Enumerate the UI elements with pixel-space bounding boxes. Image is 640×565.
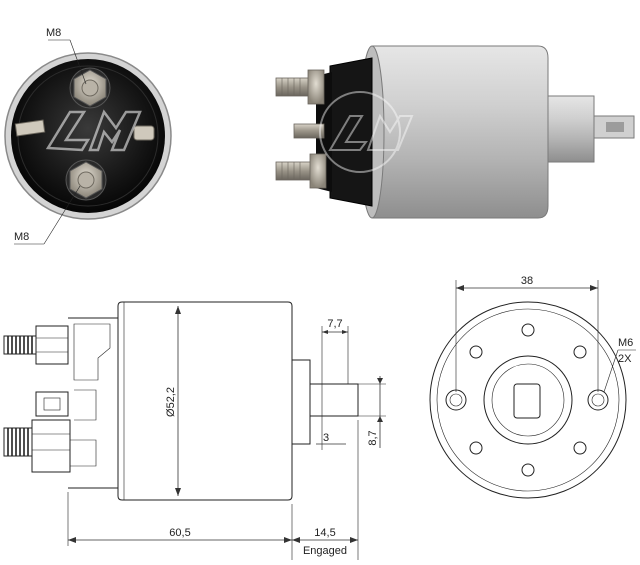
bolt-hole-right <box>587 389 609 411</box>
bolt-spacing-label: 38 <box>521 275 533 287</box>
count-label: 2X <box>618 353 632 365</box>
flange-outline <box>429 301 627 499</box>
solenoid-body <box>371 45 549 219</box>
zm-logo-icon <box>45 109 142 152</box>
boss-outline <box>483 355 573 445</box>
plunger-slot <box>513 383 541 419</box>
bottom-terminal <box>65 159 107 201</box>
end-view-photo: M8 M8 <box>4 27 172 245</box>
top-terminal <box>69 67 111 109</box>
zm-logo-icon <box>319 91 414 173</box>
top-terminal-nut <box>35 325 69 365</box>
side-elevation-drawing: Ø52,2 60,5 14,5 Engaged 7,7 3 8,7 <box>3 301 386 560</box>
thread-label-top: M8 <box>46 27 61 39</box>
length-label: 60,5 <box>169 527 190 539</box>
plunger-flange <box>291 359 311 445</box>
thread-label-bottom: M8 <box>14 231 29 243</box>
thread-leader <box>603 349 619 393</box>
engaged-caption: Engaged <box>303 545 347 557</box>
diameter-label: Ø52,2 <box>165 387 177 417</box>
engaged-length-label: 14,5 <box>314 527 335 539</box>
bottom-bolt <box>275 153 327 189</box>
plunger <box>547 95 595 163</box>
side-spade-terminal <box>293 123 325 139</box>
bottom-stud <box>3 427 33 457</box>
cap-outline <box>68 317 119 489</box>
side-view-photo <box>275 45 635 219</box>
dim-3-label: 3 <box>323 432 329 444</box>
top-bolt <box>275 69 325 105</box>
bottom-terminal-nut <box>31 419 71 473</box>
bolt-hole-left <box>445 389 467 411</box>
end-cap <box>11 59 165 213</box>
plunger-shaft <box>309 383 359 417</box>
dim-7-7-label: 7,7 <box>327 318 342 330</box>
mounting-holes <box>469 323 587 477</box>
spade-terminal-left <box>14 119 46 137</box>
dim-8-7-label: 8,7 <box>367 430 379 445</box>
spade-terminal-right <box>133 125 155 141</box>
thread-label: M6 <box>618 337 633 349</box>
front-view-drawing: 38 M6 2X <box>429 275 636 499</box>
can-outline <box>117 301 293 501</box>
spade-outline <box>35 391 69 417</box>
